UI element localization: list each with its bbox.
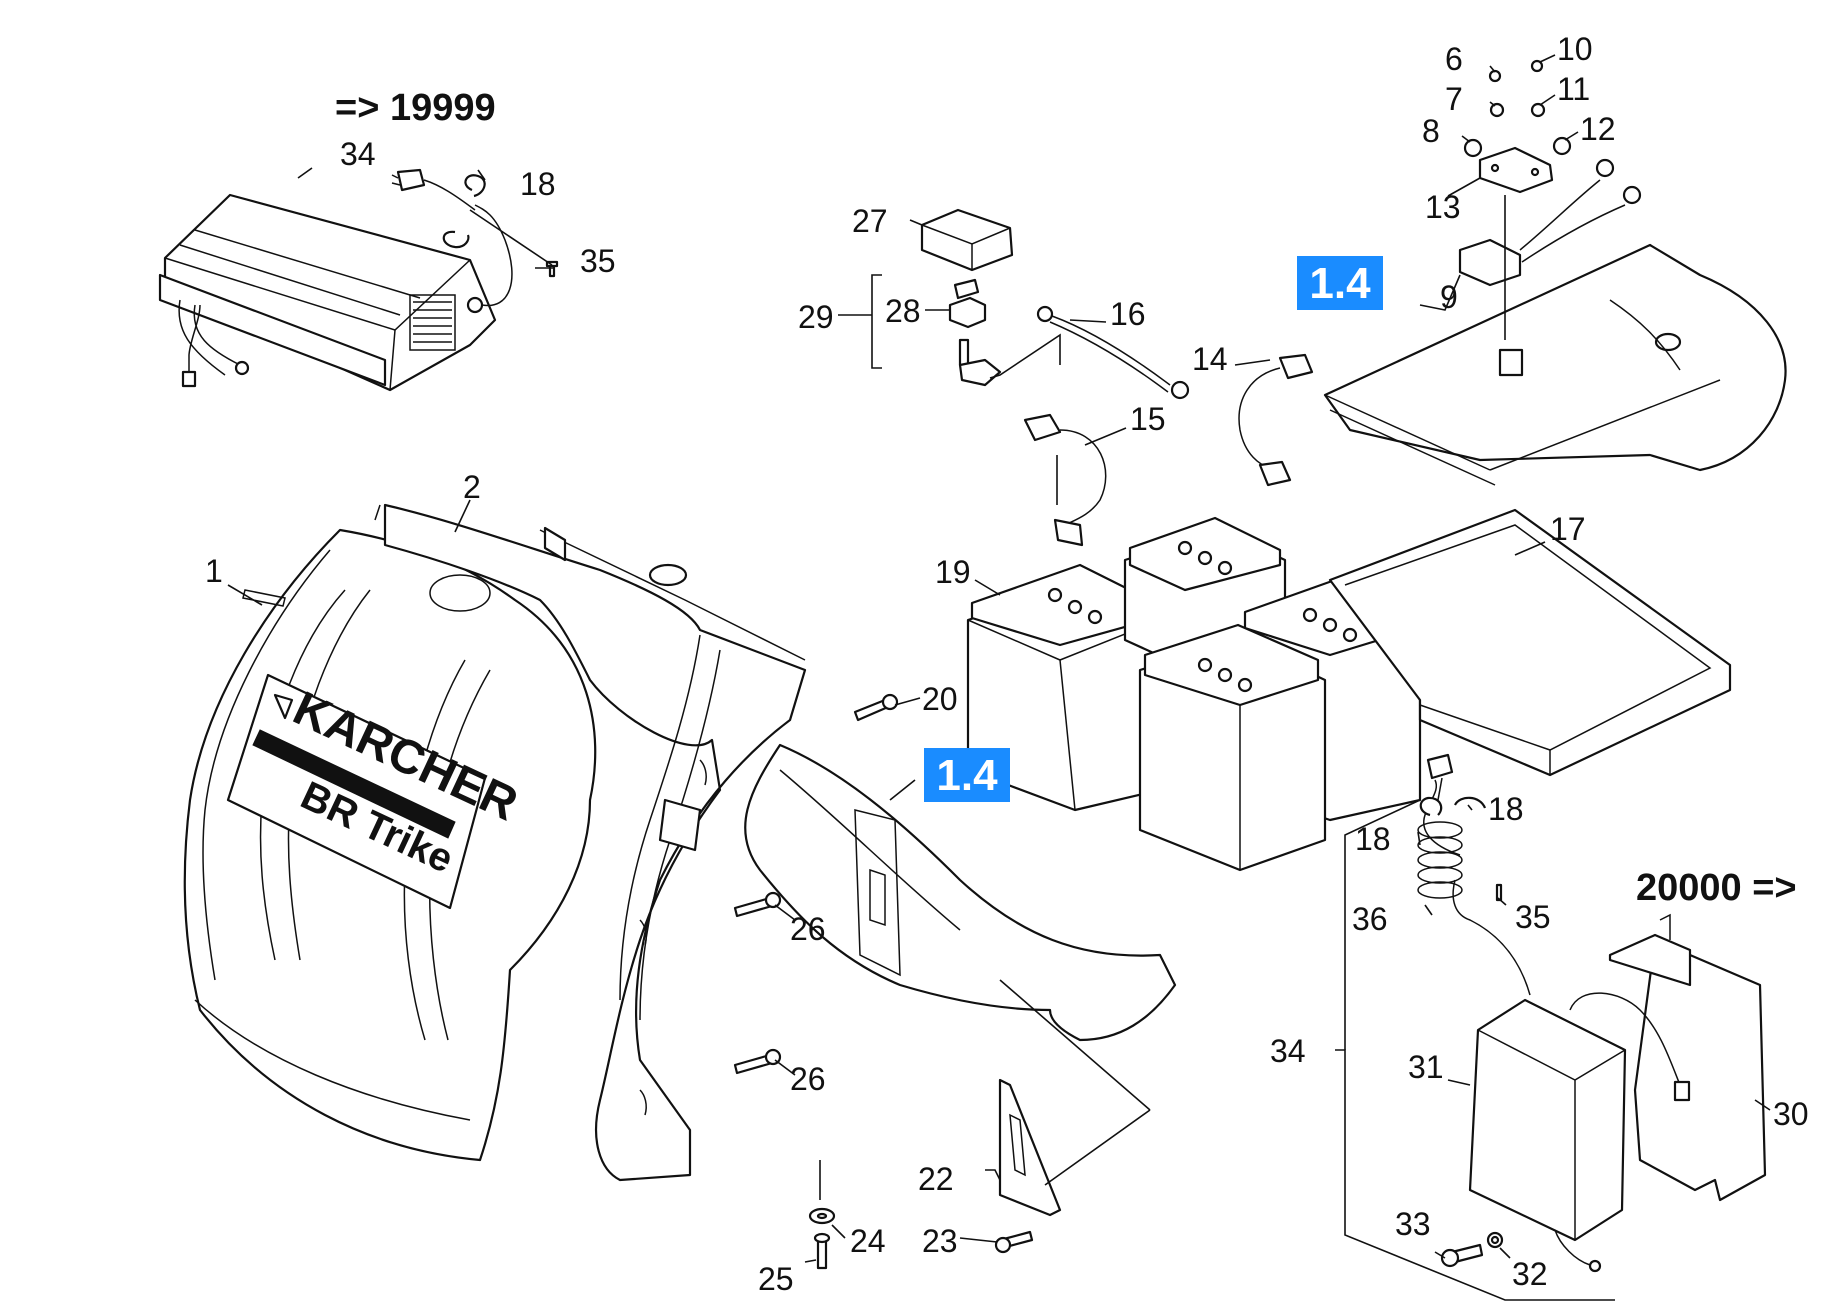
leader-lines bbox=[227, 54, 1771, 1301]
callout-24: 24 bbox=[850, 1223, 886, 1259]
callout-32: 32 bbox=[1512, 1256, 1548, 1292]
callout-22: 22 bbox=[918, 1161, 954, 1197]
callout-18-old: 18 bbox=[520, 166, 556, 202]
battery-4 bbox=[1138, 623, 1327, 872]
callout-36: 36 bbox=[1352, 901, 1388, 937]
callout-26-upper: 26 bbox=[790, 911, 826, 947]
callout-19: 19 bbox=[935, 554, 971, 590]
callout-8: 8 bbox=[1422, 113, 1440, 149]
hardware-32-33-35 bbox=[1440, 883, 1504, 1268]
callout-31: 31 bbox=[1408, 1049, 1444, 1085]
callout-18-right: 18 bbox=[1488, 791, 1524, 827]
plug-new bbox=[1426, 753, 1454, 801]
callout-10: 10 bbox=[1557, 31, 1593, 67]
callout-35-new: 35 bbox=[1515, 899, 1551, 935]
callout-6: 6 bbox=[1445, 41, 1463, 77]
cable-clips-new bbox=[1419, 796, 1487, 817]
callout-14: 14 bbox=[1192, 341, 1228, 377]
screw-26-lower bbox=[733, 1048, 782, 1075]
callout-27: 27 bbox=[852, 203, 888, 239]
screw-25 bbox=[813, 1232, 831, 1270]
callout-9: 9 bbox=[1440, 279, 1458, 315]
callout-15: 15 bbox=[1130, 401, 1166, 437]
ref-box-middle-label: 1.4 bbox=[936, 751, 998, 800]
battery-tray bbox=[1328, 508, 1732, 777]
callout-18-left: 18 bbox=[1355, 821, 1391, 857]
callout-30: 30 bbox=[1773, 1096, 1809, 1132]
callout-12: 12 bbox=[1580, 111, 1616, 147]
battery-compartment-panel bbox=[744, 743, 1177, 1042]
callout-35-old: 35 bbox=[580, 243, 616, 279]
callout-20: 20 bbox=[922, 681, 958, 717]
washer-24 bbox=[808, 1207, 836, 1225]
charger-plug-old bbox=[391, 168, 476, 211]
callout-33: 33 bbox=[1395, 1206, 1431, 1242]
charger-vent-grille bbox=[409, 294, 456, 351]
battery-cable-14 bbox=[1238, 353, 1314, 487]
fuse-holder-28 bbox=[948, 278, 1002, 387]
callout-34-old: 34 bbox=[340, 136, 376, 172]
callout-23: 23 bbox=[922, 1223, 958, 1259]
small-hardware bbox=[1463, 59, 1572, 158]
ref-box-middle[interactable]: 1.4 bbox=[924, 748, 1010, 802]
screw-20 bbox=[853, 693, 899, 722]
rear-housing bbox=[374, 503, 807, 1182]
callout-29: 29 bbox=[798, 299, 834, 335]
screw-23 bbox=[994, 1230, 1034, 1254]
callout-25: 25 bbox=[758, 1261, 794, 1297]
frame-section bbox=[1323, 243, 1787, 486]
cable-clip-old bbox=[442, 174, 486, 249]
callout-34-new: 34 bbox=[1270, 1033, 1306, 1069]
decal-1 bbox=[242, 589, 286, 607]
callout-13: 13 bbox=[1425, 189, 1461, 225]
battery-1 bbox=[966, 563, 1162, 812]
callout-2: 2 bbox=[463, 469, 481, 505]
battery-cable-16 bbox=[1036, 305, 1190, 400]
bracket-22 bbox=[998, 1078, 1062, 1217]
fuse-cover-27 bbox=[920, 208, 1014, 272]
spiral-cable-36 bbox=[1417, 821, 1463, 899]
mount-plate-13 bbox=[1478, 146, 1554, 194]
charger-old bbox=[158, 193, 513, 392]
ref-box-top-label: 1.4 bbox=[1309, 259, 1371, 308]
callouts: 1 2 6 7 8 9 10 11 12 13 14 15 16 17 18 1… bbox=[205, 31, 1809, 1297]
callout-28: 28 bbox=[885, 293, 921, 329]
mounting-plate-30 bbox=[1608, 913, 1767, 1202]
ref-box-top[interactable]: 1.4 bbox=[1297, 256, 1383, 310]
charger-cable-new bbox=[1423, 779, 1691, 1273]
screw-26-upper bbox=[733, 891, 782, 918]
heading-left: => 19999 bbox=[335, 87, 496, 129]
battery-cable-15 bbox=[1023, 413, 1107, 547]
callout-7: 7 bbox=[1445, 81, 1463, 117]
callout-16: 16 bbox=[1110, 296, 1146, 332]
callout-17: 17 bbox=[1550, 511, 1586, 547]
callout-26-lower: 26 bbox=[790, 1061, 826, 1097]
callout-1: 1 bbox=[205, 553, 223, 589]
bracket-29 bbox=[871, 274, 882, 369]
heading-right: 20000 => bbox=[1636, 867, 1797, 909]
charger-new-31 bbox=[1468, 998, 1627, 1242]
callout-11: 11 bbox=[1557, 71, 1590, 107]
